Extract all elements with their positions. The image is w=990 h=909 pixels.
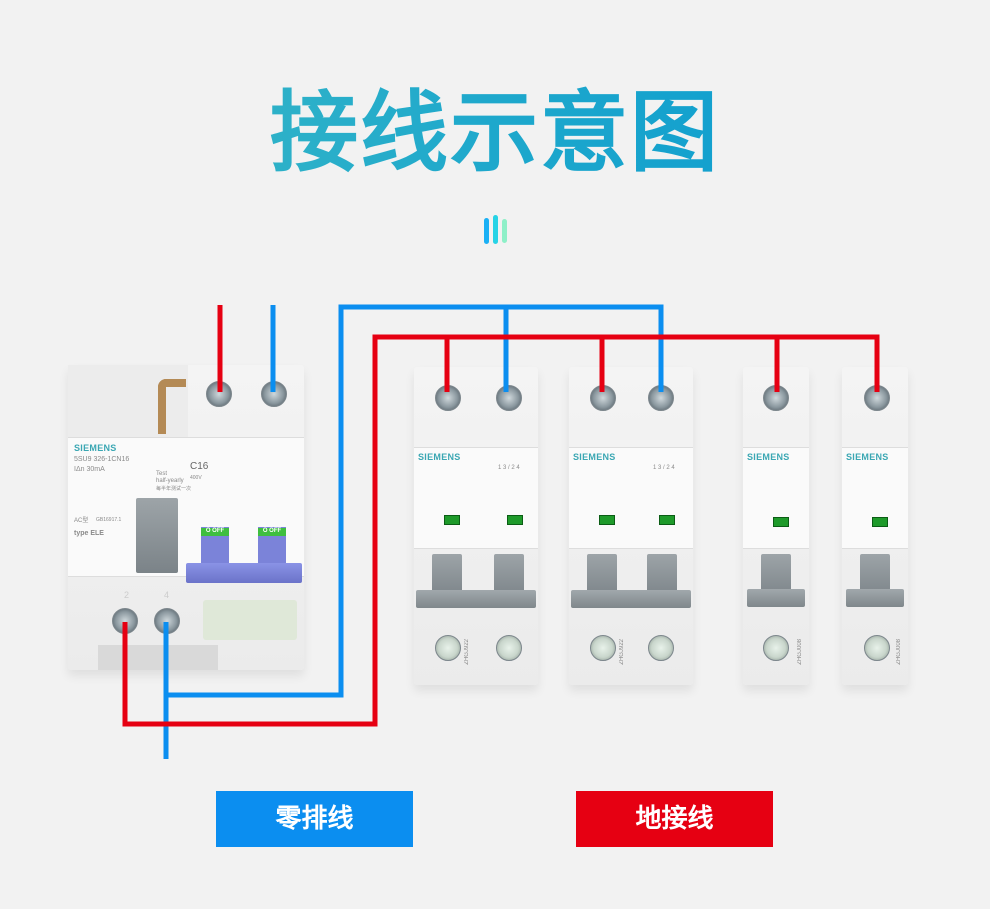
rcbo-terminal-4-label: 4 bbox=[164, 590, 170, 600]
ground-bus-wire bbox=[122, 334, 880, 727]
neutral-bus-wire bbox=[168, 304, 664, 698]
rcbo-standard: GB16917.1 bbox=[96, 517, 122, 523]
rcbo-switch-1-state: O OFF bbox=[201, 528, 229, 536]
rcbo-residual: IΔn 30mA bbox=[74, 466, 105, 473]
rcbo-test-sub: half-yearly bbox=[156, 478, 184, 484]
breaker-2-screw-bot-r bbox=[648, 635, 674, 661]
rcbo-test-handle[interactable] bbox=[136, 498, 178, 573]
breaker-2p-1: SIEMENS 1 3 / 2 4 ZHGJ922 bbox=[414, 367, 538, 685]
breaker-1-indicator-l bbox=[444, 515, 460, 525]
breaker-3-indicator bbox=[773, 517, 789, 527]
rcbo-switch-bar[interactable] bbox=[186, 563, 302, 583]
rcbo-terminal-2-label: 2 bbox=[124, 590, 130, 600]
breaker-2-indicator-l bbox=[599, 515, 615, 525]
breaker-4-bar[interactable] bbox=[846, 589, 904, 607]
rcbo-test-cn: 每半年测试一次 bbox=[156, 486, 192, 492]
breaker-1p-1: SIEMENS ZHGJ008 bbox=[743, 367, 809, 685]
page-title: 接线示意图 bbox=[0, 78, 990, 188]
breaker-1-screw-bot-r bbox=[496, 635, 522, 661]
breaker-2-screw-bot-l bbox=[590, 635, 616, 661]
neutral-wire-legend: 零排线 bbox=[216, 791, 413, 847]
breaker-2-terminals: 1 3 / 2 4 bbox=[653, 465, 675, 471]
rcbo-type-label: type ELE bbox=[74, 530, 104, 537]
breaker-2-indicator-r bbox=[659, 515, 675, 525]
breaker-3-bar[interactable] bbox=[747, 589, 805, 607]
breaker-4-brand: SIEMENS bbox=[846, 452, 889, 462]
rcbo-output-screw-2 bbox=[112, 608, 138, 634]
rcbo-voltage: 400V bbox=[190, 475, 202, 481]
rcbo-ac-label: AC型 bbox=[74, 518, 89, 524]
rcbo-model: 5SU9 326-1CN16 bbox=[74, 456, 130, 463]
busbar-hook bbox=[158, 379, 186, 434]
rcbo-label-area bbox=[203, 600, 297, 640]
rcbo-switch-2-state: O OFF bbox=[258, 528, 286, 536]
breaker-2-bar[interactable] bbox=[571, 590, 691, 608]
breaker-1-bar[interactable] bbox=[416, 590, 536, 608]
rcbo-rating: C16 bbox=[190, 461, 209, 472]
breaker-1-brand: SIEMENS bbox=[418, 452, 461, 462]
breaker-4-screw-bot bbox=[864, 635, 890, 661]
breaker-1-screw-top-r bbox=[496, 385, 522, 411]
ground-wire-legend: 地接线 bbox=[576, 791, 773, 847]
rcbo-unit: SIEMENS 5SU9 326-1CN16 IΔn 30mA Test hal… bbox=[68, 365, 304, 670]
rcbo-brand: SIEMENS bbox=[74, 443, 117, 453]
breaker-1-indicator-r bbox=[507, 515, 523, 525]
breaker-4-indicator bbox=[872, 517, 888, 527]
rcbo-test-label: Test bbox=[156, 471, 168, 477]
breaker-1-terminals: 1 3 / 2 4 bbox=[498, 465, 520, 471]
breaker-2-brand: SIEMENS bbox=[573, 452, 616, 462]
breaker-3-brand: SIEMENS bbox=[747, 452, 790, 462]
breaker-2-screw-top-l bbox=[590, 385, 616, 411]
breaker-3-screw-bot bbox=[763, 635, 789, 661]
breaker-1-screw-bot-l bbox=[435, 635, 461, 661]
breaker-2p-2: SIEMENS 1 3 / 2 4 ZHGJ922 bbox=[569, 367, 693, 685]
breaker-1p-2: SIEMENS ZHGJ008 bbox=[842, 367, 908, 685]
